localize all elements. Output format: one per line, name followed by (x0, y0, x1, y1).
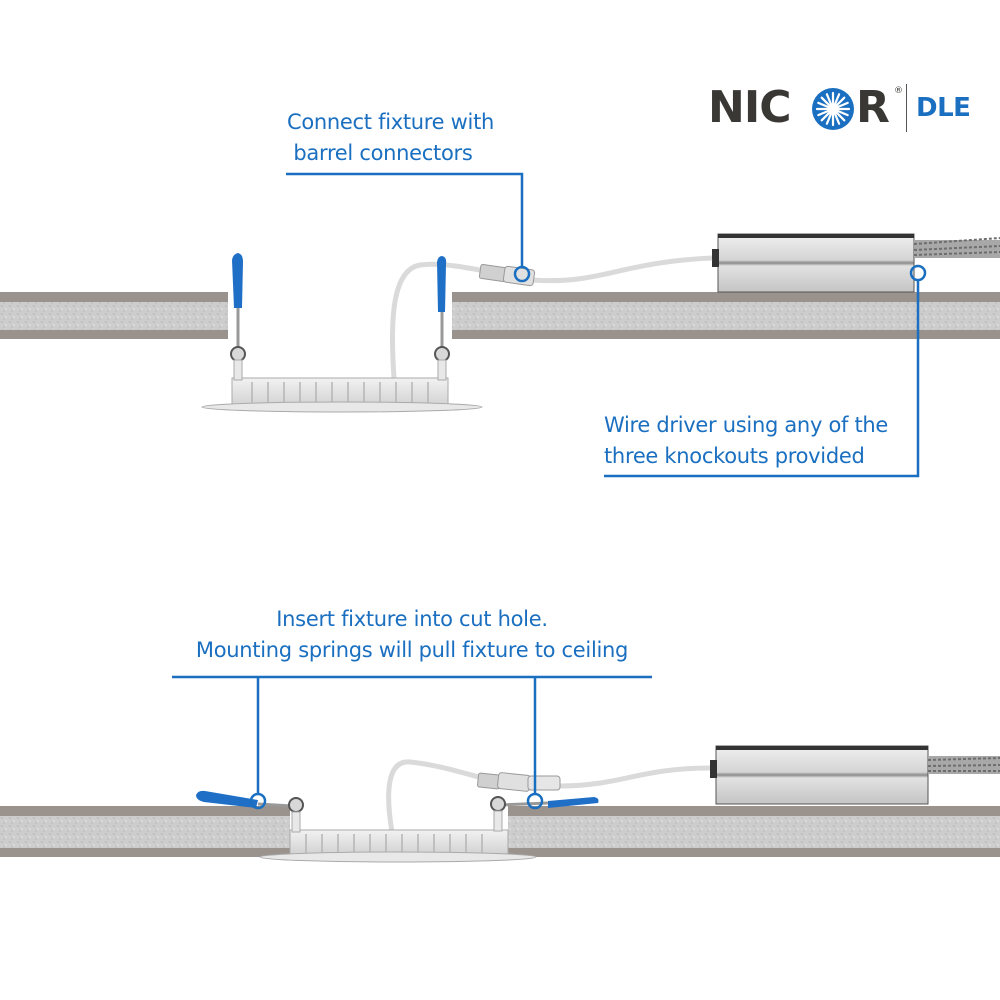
logo-divider (906, 84, 907, 132)
ceiling-section-right-step2 (508, 806, 1000, 857)
step2-scene (0, 675, 1000, 863)
logo-product-line: DLE (916, 93, 971, 123)
callout-connect-leader (286, 172, 531, 283)
ceiling-section-left (0, 292, 228, 339)
callout-insert-leader (172, 675, 652, 810)
flex-conduit-step2 (927, 756, 1000, 774)
logo-name-part2: R (856, 82, 890, 133)
mounting-spring-left-step2 (196, 790, 304, 833)
starburst-icon (812, 88, 854, 130)
callout-insert-line1: Insert fixture into cut hole. (276, 607, 548, 631)
callout-driver-text: Wire driver using any of the three knock… (604, 410, 888, 472)
mounting-spring-left (230, 253, 246, 381)
callout-connect-line2: barrel connectors (287, 141, 473, 165)
mounting-spring-right-step2 (490, 796, 599, 832)
callout-insert-line2: Mounting springs will pull fixture to ce… (195, 638, 629, 662)
driver-wire (531, 255, 713, 284)
barrel-connector (478, 264, 536, 287)
callout-insert-text: Insert fixture into cut hole. Mounting s… (172, 604, 652, 666)
led-driver-box (712, 233, 1000, 293)
step1-scene (0, 172, 1000, 478)
registered-mark: ® (894, 86, 903, 96)
callout-driver-leader (604, 264, 927, 478)
ceiling-section-left-step2 (0, 806, 290, 857)
callout-driver-line1: Wire driver using any of the (604, 413, 889, 437)
fixture-wire (389, 261, 501, 379)
ceiling-section-right (452, 292, 1000, 339)
callout-connect-line1: Connect fixture with (287, 110, 495, 134)
logo-name-part1: NIC (708, 82, 791, 133)
mounting-spring-right (434, 256, 450, 381)
callout-connect-text: Connect fixture with barrel connectors (287, 107, 494, 169)
callout-driver-line2: three knockouts provided (604, 444, 865, 468)
driver-wire-step2 (559, 765, 711, 789)
barrel-connector-step2 (477, 772, 561, 792)
flex-conduit (913, 237, 1000, 258)
led-fixture-step2 (259, 829, 537, 863)
fixture-wire-step2 (386, 759, 491, 833)
led-driver-box-step2 (710, 745, 1000, 805)
led-fixture-step1 (201, 377, 483, 413)
